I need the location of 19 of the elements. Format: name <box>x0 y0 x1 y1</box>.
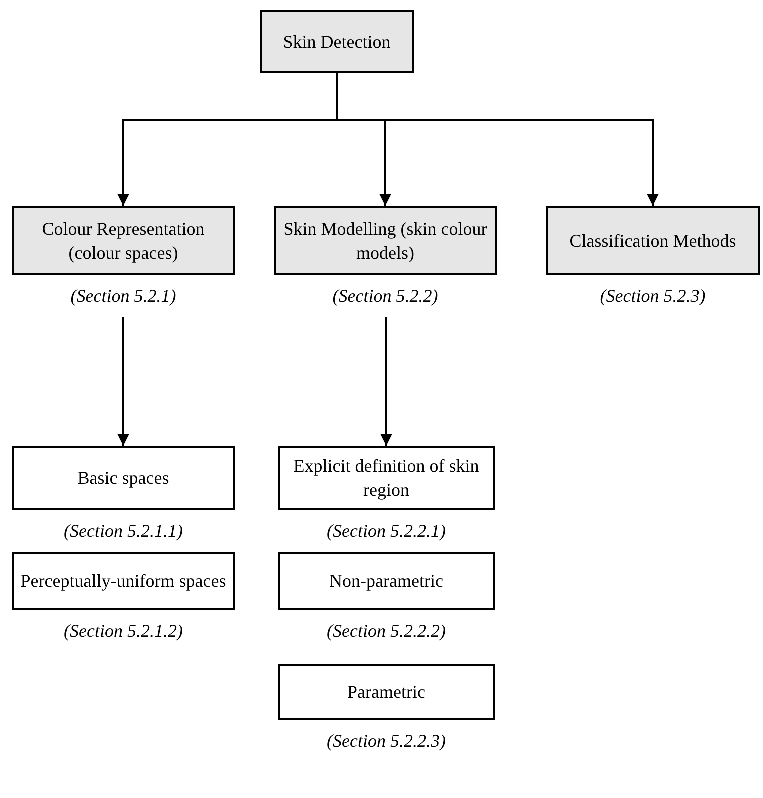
section-reference: (Section 5.2.2.2) <box>327 620 446 642</box>
section-reference: (Section 5.2.2) <box>332 285 438 307</box>
section-reference: (Section 5.2.3) <box>600 285 706 307</box>
box-label: Classification Methods <box>568 230 738 252</box>
section-reference: (Section 5.2.1.2) <box>64 620 183 642</box>
arrow <box>380 317 392 446</box>
box-label: Parametric <box>346 681 426 704</box>
section-reference: (Section 5.2.1.1) <box>64 520 183 542</box>
section-reference: (Section 5.2.1) <box>70 285 176 307</box>
box-label: Explicit definition of skin region <box>292 455 480 502</box>
section-reference: (Section 5.2.2.1) <box>327 520 446 542</box>
box-label: Non-parametric <box>328 570 444 593</box>
section-reference: (Section 5.2.2.3) <box>327 730 446 752</box>
box-label: Skin Detection <box>282 30 392 54</box>
box-label: Perceptually-uniform spaces <box>20 570 228 593</box>
arrow <box>118 317 130 446</box>
box-label: Skin Modelling (skin colour models) <box>282 218 488 264</box>
box-label: Colour Representation (colour spaces) <box>41 218 206 264</box>
box-label: Basic spaces <box>76 467 170 490</box>
